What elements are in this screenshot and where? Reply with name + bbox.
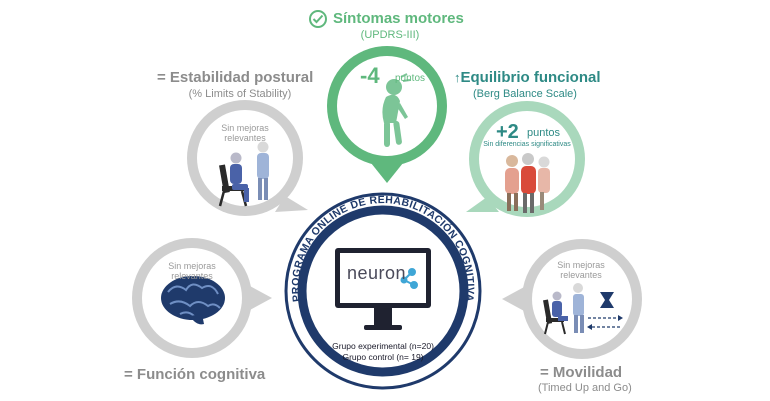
computer-monitor-icon	[335, 248, 431, 330]
mobility-title: = Movilidad	[540, 364, 623, 381]
balance-people-icon	[505, 153, 550, 213]
mobility-bubble	[502, 239, 642, 359]
functional-balance-title: ↑Equilibrio funcional	[454, 69, 601, 86]
motor-symptoms-subtitle: (UPDRS-III)	[360, 29, 420, 41]
neuron-logo-icon	[400, 268, 418, 289]
brain-icon	[161, 276, 225, 325]
functional-balance-unit: puntos	[527, 127, 561, 139]
mobility-test-people-icon	[543, 283, 623, 335]
postural-stability-subtitle: (% Limits of Stability)	[188, 88, 292, 100]
control-group: Grupo control (n= 19)	[342, 352, 424, 362]
experimental-group: Grupo experimental (n=20)	[332, 341, 434, 351]
parkinson-walker-icon	[382, 73, 411, 147]
functional-balance-subtitle: (Berg Balance Scale)	[473, 88, 577, 100]
functional-balance-change: +2	[496, 121, 519, 143]
motor-symptoms-change: -4	[360, 63, 380, 88]
functional-balance-note: Sin diferencias significativas	[483, 141, 571, 148]
cognitive-function-title: = Función cognitiva	[124, 366, 266, 383]
postural-stability-bubble	[187, 100, 308, 216]
check-circle-icon	[308, 9, 328, 29]
postural-stability-title: = Estabilidad postural	[157, 69, 314, 86]
neuron-brand: neuron	[347, 263, 407, 283]
motor-symptoms-title: Síntomas motores	[333, 10, 464, 27]
stability-test-people-icon	[218, 141, 269, 207]
motor-symptoms-unit: puntos	[395, 73, 426, 84]
mobility-subtitle: (Timed Up and Go)	[538, 382, 632, 394]
study-groups: Grupo experimental (n=20) Grupo control …	[318, 341, 448, 363]
